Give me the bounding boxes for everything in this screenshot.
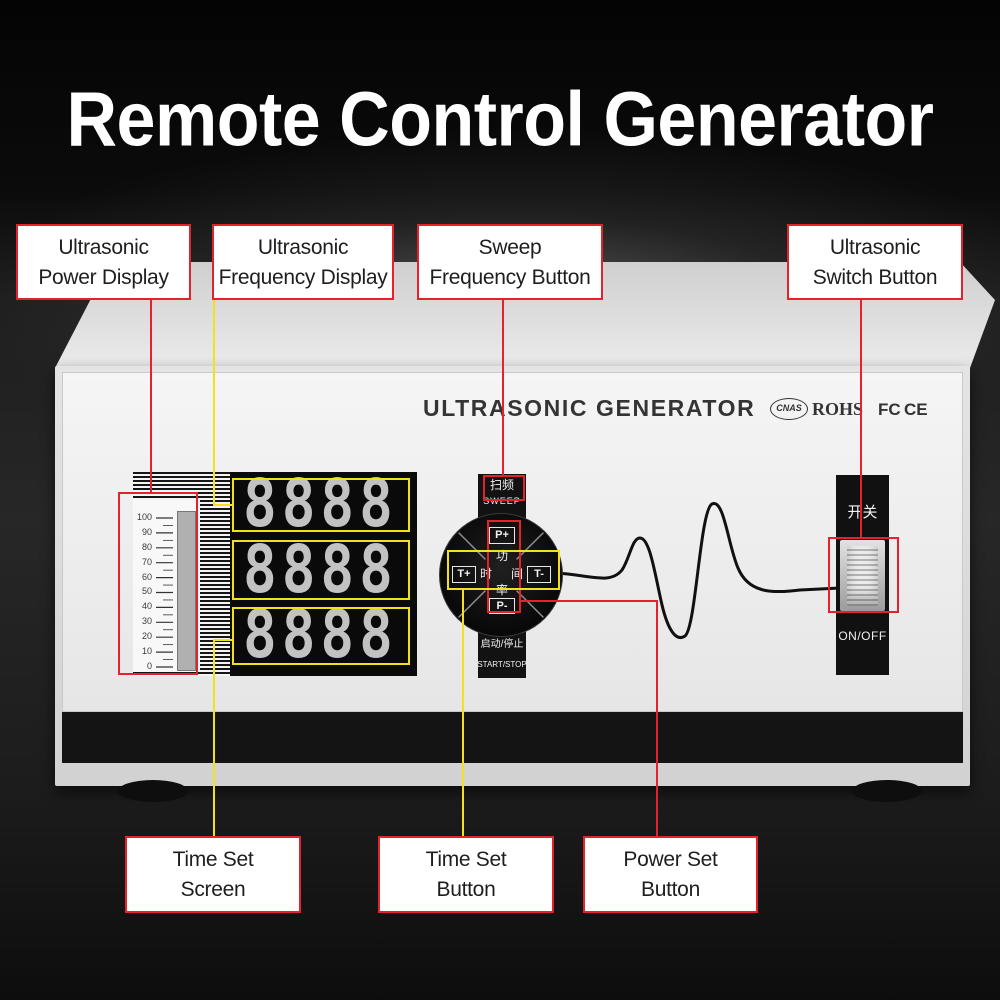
time-up-button: T+ (452, 566, 476, 583)
scale-label: 30 (141, 616, 152, 627)
callout-line: Switch Button (812, 266, 938, 289)
callout-power-display: Ultrasonic Power Display (16, 224, 191, 300)
power-digits: 8888 (243, 532, 398, 609)
switch-label-en: ON/OFF (838, 629, 887, 643)
callout-line: Frequency Button (429, 266, 591, 289)
scale-label: 50 (141, 586, 152, 597)
device-bottom-band (62, 712, 963, 763)
scale-label: 10 (141, 646, 152, 657)
scale-label: 0 (146, 660, 152, 671)
scale-label: 80 (141, 541, 152, 552)
highlight-sweep-button (483, 475, 525, 501)
page-title: Remote Control Generator (66, 76, 935, 162)
scale-label: 90 (141, 526, 152, 537)
leader-line-power-display (150, 300, 152, 492)
digit-display-panel (230, 472, 417, 676)
power-label-cn-2: 率 (495, 583, 508, 597)
highlight-time-row (232, 607, 410, 665)
highlight-power-row (232, 540, 410, 600)
leader-line-power-set (656, 600, 658, 837)
power-label-cn-1: 功 (495, 549, 508, 563)
sweep-label-en: SWEEP (483, 496, 521, 506)
callout-line: Ultrasonic (58, 236, 149, 259)
start-stop-label-en: START/STOP (477, 660, 527, 669)
fc-logo: FC (878, 400, 901, 419)
device-foot-left (118, 780, 188, 802)
switch-label-cn: 开关 (847, 504, 878, 521)
time-digits: 8888 (243, 597, 398, 674)
callout-switch-button: Ultrasonic Switch Button (787, 224, 963, 300)
leader-line-frequency-display (213, 300, 215, 506)
device-foot-right (852, 780, 922, 802)
callout-line: Power Set (623, 848, 718, 871)
callout-line: Frequency Display (218, 266, 388, 289)
power-meter-bar (177, 511, 196, 671)
scale-label: 20 (141, 631, 152, 642)
callout-line: Screen (180, 878, 246, 901)
highlight-switch (828, 537, 899, 613)
rohs-logo: ROHS (812, 399, 864, 419)
scale-label: 70 (141, 556, 152, 567)
leader-line-time-screen (213, 639, 215, 837)
callout-line: Ultrasonic (829, 236, 921, 259)
callout-line: Button (436, 878, 496, 901)
ce-logo: CE (904, 400, 928, 419)
callout-line: Ultrasonic (257, 236, 349, 259)
callout-line: Power Display (38, 266, 169, 289)
power-up-button: P+ (489, 527, 515, 544)
callout-sweep-button: Sweep Frequency Button (417, 224, 603, 300)
callout-time-set-screen: Time Set Screen (125, 836, 301, 913)
leader-line-time-screen-h (213, 639, 232, 641)
leader-line-time-button (462, 590, 464, 837)
cnas-logo: CNAS (770, 398, 808, 420)
leader-line-switch-button (860, 300, 862, 537)
leader-line-frequency-display-h (213, 504, 232, 506)
leader-line-power-set-h (521, 600, 658, 602)
highlight-time-buttons (447, 550, 560, 590)
callout-line: Time Set (172, 848, 254, 871)
leader-line-sweep-button (502, 300, 504, 475)
callout-time-set-button: Time Set Button (378, 836, 554, 913)
scale-label: 100 (136, 512, 152, 522)
callout-line: Sweep (478, 236, 542, 259)
highlight-power-buttons (487, 520, 521, 613)
frequency-digits: 8888 (243, 466, 398, 543)
scale-label: 60 (141, 571, 152, 582)
power-down-button: P- (489, 598, 515, 614)
sweep-label-cn: 扫频 (489, 478, 514, 492)
callout-line: Button (641, 878, 700, 901)
power-meter-scale: 100 90 80 70 60 50 40 30 20 10 0 (130, 512, 152, 672)
callout-frequency-display: Ultrasonic Frequency Display (212, 224, 394, 300)
highlight-frequency-row (232, 478, 410, 532)
scale-label: 40 (141, 601, 152, 612)
power-meter-ticks (156, 517, 173, 668)
start-stop-label-cn: 启动/停止 (480, 639, 524, 650)
panel-label: ULTRASONIC GENERATOR (423, 395, 756, 421)
callout-line: Time Set (425, 848, 507, 871)
callout-power-set-button: Power Set Button (583, 836, 758, 913)
time-down-button: T- (527, 566, 551, 583)
highlight-power-meter (118, 492, 198, 675)
power-rocker-switch (847, 546, 878, 606)
